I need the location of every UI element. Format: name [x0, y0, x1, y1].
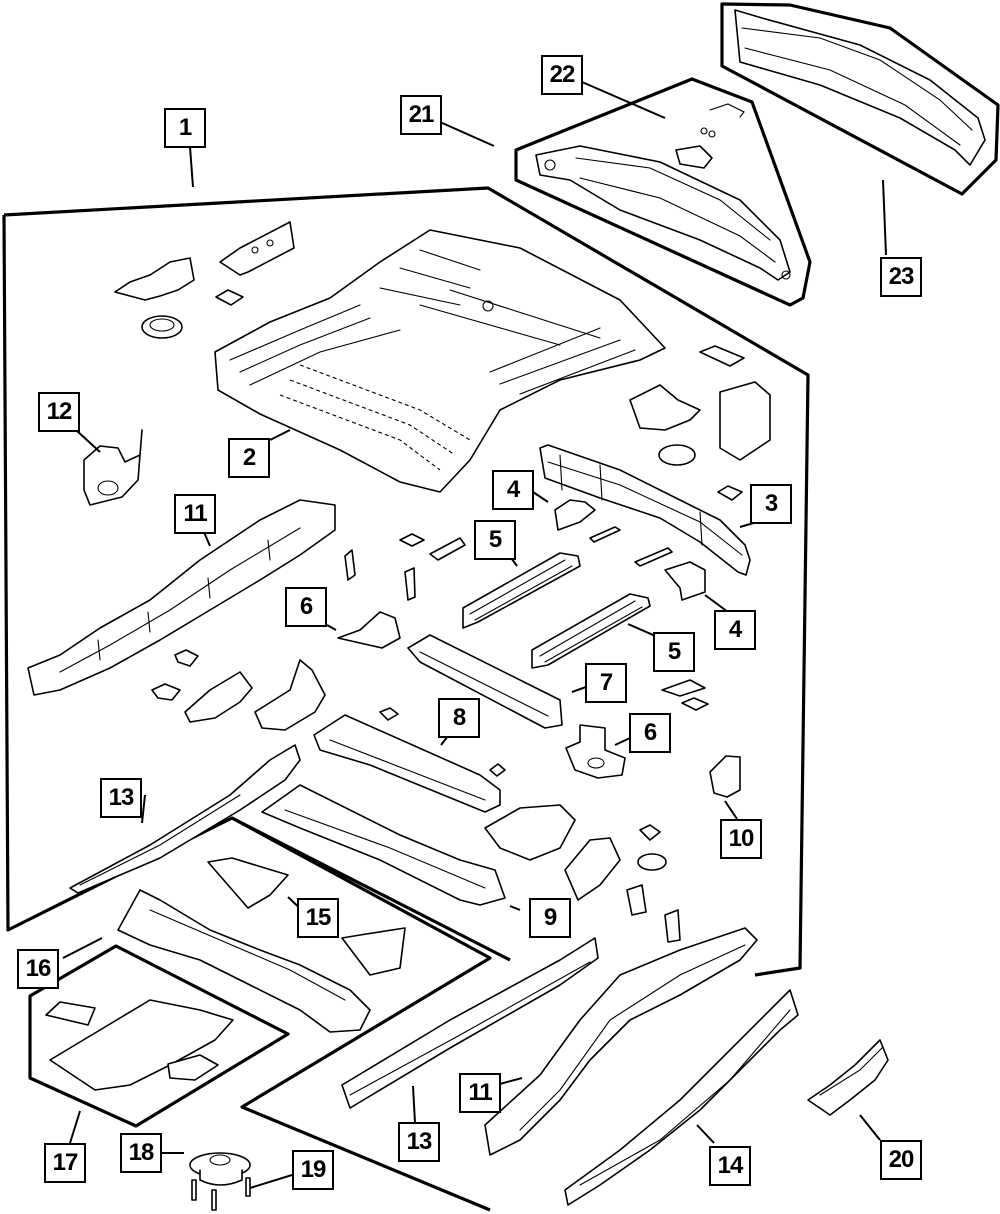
leader-2	[269, 429, 291, 441]
part-13-sill-a	[69, 744, 301, 894]
part-22-rear-closure	[535, 103, 791, 281]
leader-21	[439, 121, 495, 147]
leader-17	[69, 1110, 81, 1144]
callout-20[interactable]: 20	[880, 1140, 922, 1180]
leader-19	[249, 1174, 293, 1189]
leader-10	[724, 800, 738, 820]
clip-d	[429, 537, 466, 561]
part-3-rear-crossmember	[539, 444, 751, 576]
part-12-mount-bracket	[83, 429, 143, 506]
group-outline-21	[514, 77, 812, 307]
leader-9	[509, 905, 521, 911]
callout-17[interactable]: 17	[44, 1143, 86, 1183]
part-2-rear-floor-pan	[214, 229, 666, 493]
callout-11a[interactable]: 11	[174, 494, 216, 534]
leader-23	[882, 179, 887, 256]
callout-10[interactable]: 10	[720, 819, 762, 859]
clip-g	[661, 679, 706, 697]
callout-4b[interactable]: 4	[714, 610, 756, 650]
part-5-crossmember-a	[462, 552, 581, 629]
callout-18[interactable]: 18	[120, 1133, 162, 1173]
group-outline-1	[3, 186, 810, 977]
leader-13b	[412, 1085, 416, 1124]
leader-6a	[326, 624, 337, 631]
leader-1	[189, 146, 194, 188]
leader-4b	[704, 594, 729, 613]
part-14-frame-rail-extension	[564, 989, 799, 1206]
callout-1[interactable]: 1	[164, 108, 206, 148]
part-23-rear-reinforcement	[734, 9, 986, 166]
clip-b	[634, 547, 673, 567]
callout-11b[interactable]: 11	[459, 1073, 501, 1113]
part-17-front-floor-panel	[45, 999, 234, 1091]
brackets-middle-right	[484, 804, 681, 943]
callout-4a[interactable]: 4	[492, 470, 534, 510]
callout-13b[interactable]: 13	[398, 1122, 440, 1162]
callout-12[interactable]: 12	[38, 392, 80, 432]
callout-7[interactable]: 7	[585, 663, 627, 703]
part-18-mount	[189, 1152, 251, 1186]
leader-14	[696, 1124, 715, 1144]
clip-f	[404, 567, 416, 601]
callout-5b[interactable]: 5	[653, 632, 695, 672]
part-9-front-floor-crossmember	[261, 784, 506, 906]
brackets-middle-left	[151, 649, 506, 777]
part-8-front-crossmember	[313, 714, 501, 813]
leader-6b	[614, 737, 631, 746]
callout-23[interactable]: 23	[880, 257, 922, 297]
callout-6a[interactable]: 6	[285, 587, 327, 627]
callout-22[interactable]: 22	[541, 55, 583, 95]
part-13-sill-b	[341, 937, 599, 1109]
part-11-frame-rail-b	[484, 927, 758, 1156]
leader-12	[75, 429, 101, 453]
leader-20	[859, 1114, 881, 1141]
callout-3[interactable]: 3	[750, 484, 792, 524]
part-20-bracket	[807, 1039, 889, 1116]
callout-13a[interactable]: 13	[100, 778, 142, 818]
callout-16[interactable]: 16	[17, 949, 59, 989]
part-15-tunnel	[117, 857, 406, 1033]
part-6-bracket-b	[565, 724, 626, 779]
part-6-bracket-a	[337, 611, 401, 649]
callout-8[interactable]: 8	[438, 698, 480, 738]
callout-14[interactable]: 14	[709, 1146, 751, 1186]
clip-a	[589, 526, 621, 543]
callout-6b[interactable]: 6	[629, 713, 671, 753]
part-7-crossmember	[407, 634, 563, 729]
callout-21[interactable]: 21	[400, 95, 442, 135]
small-brackets-top	[114, 221, 771, 501]
part-4-bracket-b	[664, 561, 706, 601]
callout-5a[interactable]: 5	[474, 520, 516, 560]
clip-h	[681, 697, 709, 711]
callout-2[interactable]: 2	[228, 438, 270, 478]
group-outline-17	[28, 944, 290, 1128]
leader-22	[581, 81, 666, 119]
leader-7	[571, 686, 587, 693]
group-outline-23	[720, 2, 1000, 196]
part-10-bracket	[709, 755, 741, 798]
callout-9[interactable]: 9	[529, 898, 571, 938]
part-4-bracket-a	[554, 499, 596, 531]
clip-c	[399, 533, 425, 547]
part-11-frame-rail-a	[27, 499, 336, 696]
leader-13a	[141, 794, 146, 824]
callout-15[interactable]: 15	[297, 898, 339, 938]
group-outline-15-13	[231, 816, 492, 1212]
part-19-bolts	[191, 1177, 251, 1211]
part-5-crossmember-b	[531, 593, 651, 669]
leader-16	[62, 937, 103, 959]
callout-19[interactable]: 19	[292, 1150, 334, 1190]
clip-e	[344, 549, 356, 581]
